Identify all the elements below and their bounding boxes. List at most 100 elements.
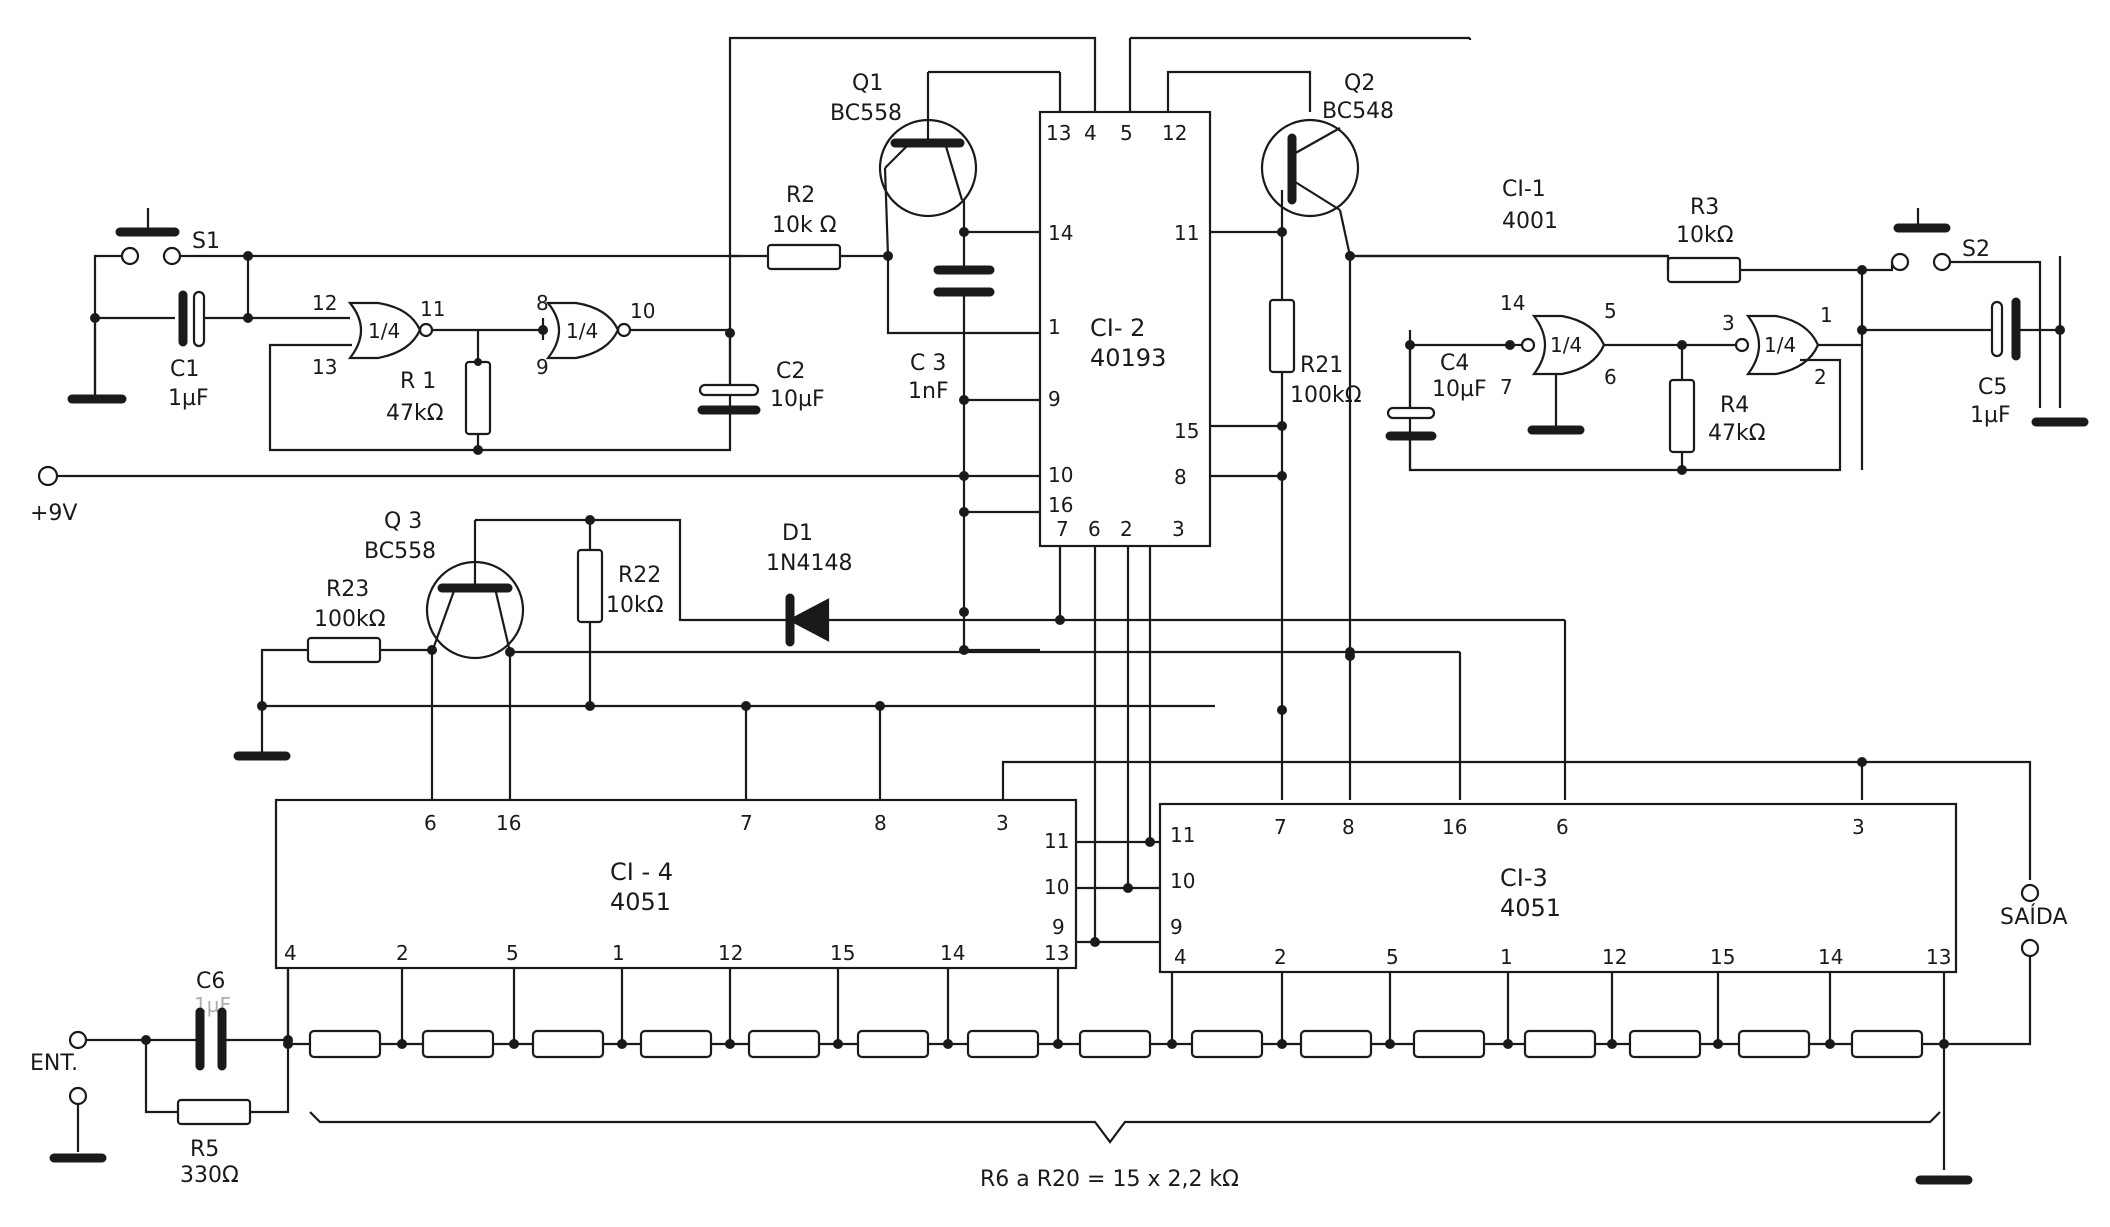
nor-gate-b: 1/4 <box>545 301 632 360</box>
ci4-pin: 12 <box>718 941 743 965</box>
s1-label: S1 <box>192 229 220 254</box>
r1-resistor <box>464 360 492 436</box>
gate-c-pin: 14 <box>1500 291 1525 315</box>
chain-resistor <box>1628 1029 1702 1059</box>
c2-ref: C2 <box>776 359 805 384</box>
r23-resistor <box>306 636 382 664</box>
q2-value: BC548 <box>1322 99 1394 124</box>
ci4-pin: 10 <box>1044 875 1069 899</box>
chain-resistor <box>1190 1029 1264 1059</box>
ci4-pin: 15 <box>830 941 855 965</box>
chain-resistor <box>966 1029 1040 1059</box>
ci3-pin: 4 <box>1174 945 1187 969</box>
chain-resistor <box>747 1029 821 1059</box>
ci4-pin: 16 <box>496 811 521 835</box>
chain-resistor <box>639 1029 713 1059</box>
nor-gate-a: 1/4 <box>347 301 434 360</box>
c1-value: 1µF <box>168 386 209 411</box>
ci4-pin: 9 <box>1052 915 1065 939</box>
ci4-pin: 2 <box>396 941 409 965</box>
gate-a-pin: 11 <box>420 297 445 321</box>
ci1-value: 4001 <box>1502 209 1558 234</box>
q3-value: BC558 <box>364 539 436 564</box>
r23-value: 100kΩ <box>314 607 386 632</box>
q2-section: Q2 BC548 R21 100kΩ <box>1166 70 1394 800</box>
c5-capacitor <box>1990 300 2004 358</box>
ci2-pin: 8 <box>1174 465 1187 489</box>
ci4-pin: 7 <box>740 811 753 835</box>
chain-resistor <box>1299 1029 1373 1059</box>
ci2-pin: 14 <box>1048 221 1073 245</box>
ci2-pin: 1 <box>1048 315 1061 339</box>
ci4-pin: 5 <box>506 941 519 965</box>
chain-junction <box>725 1039 735 1049</box>
r5-resistor <box>176 1098 252 1126</box>
ci1-ref: CI-1 <box>1502 177 1546 202</box>
ci2-chip: CI- 2 40193 13 4 5 12 14 1 9 10 16 7 6 2… <box>1038 110 1212 548</box>
ci4-pin: 14 <box>940 941 965 965</box>
q2-transistor <box>1260 118 1360 218</box>
d1-value: 1N4148 <box>766 551 852 576</box>
chain-junction <box>1277 1039 1287 1049</box>
output-label: SAÍDA <box>2000 904 2068 930</box>
chain-junction <box>1167 1039 1177 1049</box>
r2-ref: R2 <box>786 183 815 208</box>
ci3-pin: 10 <box>1170 869 1195 893</box>
r4-ref: R4 <box>1720 393 1749 418</box>
ci3-chip: CI-3 4051 7 8 16 6 3 11 10 9 4 2 5 1 12 … <box>1158 802 1958 974</box>
c1-capacitor <box>178 290 206 348</box>
chain-junction <box>617 1039 627 1049</box>
chain-junction <box>1503 1039 1513 1049</box>
r2-resistor <box>766 243 842 271</box>
r22-value: 10kΩ <box>606 593 664 618</box>
q1-ref: Q1 <box>852 71 883 96</box>
resistor-chain-r6-r20 <box>283 968 1949 1059</box>
ci4-pin: 13 <box>1044 941 1069 965</box>
ci3-pin: 12 <box>1602 945 1627 969</box>
resistor-chain-brace: R6 a R20 = 15 x 2,2 kΩ <box>309 1111 1941 1192</box>
gate-c-pin: 6 <box>1604 365 1617 389</box>
r3-value: 10kΩ <box>1676 223 1734 248</box>
d1-diode <box>785 593 830 647</box>
chain-resistor <box>1737 1029 1811 1059</box>
ci3-pin: 8 <box>1342 815 1355 839</box>
c5-value: 1µF <box>1970 403 2011 428</box>
ci4-ref: CI - 4 <box>610 858 673 886</box>
resistor-chain-label: R6 a R20 = 15 x 2,2 kΩ <box>980 1167 1239 1192</box>
gate-d-fraction: 1/4 <box>1764 333 1796 357</box>
ci4-pin: 4 <box>284 941 297 965</box>
s2-switch <box>1890 208 1952 272</box>
chain-junction <box>1607 1039 1617 1049</box>
nor-gate-d: 1/4 <box>1734 314 1820 376</box>
gate-d-pin: 3 <box>1722 311 1735 335</box>
input-section: ENT. R5 330Ω C6 1µF <box>30 968 293 1188</box>
c1-ref: C1 <box>170 357 199 382</box>
r1-ref: R 1 <box>400 369 436 394</box>
output-terminal: SAÍDA <box>1944 883 2068 1046</box>
r4-resistor <box>1668 378 1696 454</box>
c3-ref: C 3 <box>910 351 946 376</box>
r22-ref: R22 <box>618 563 661 588</box>
nor-gate-c: 1/4 <box>1520 314 1606 376</box>
ci2-pin: 12 <box>1162 121 1187 145</box>
gate-c-fraction: 1/4 <box>1550 333 1582 357</box>
chain-junction <box>833 1039 843 1049</box>
chain-junction <box>1713 1039 1723 1049</box>
d1-ref: D1 <box>782 521 813 546</box>
ci2-pin: 16 <box>1048 493 1073 517</box>
r22-resistor <box>576 548 604 624</box>
ci2-ref: CI- 2 <box>1090 314 1145 342</box>
r1-value: 47kΩ <box>386 401 444 426</box>
gate-c-pin: 5 <box>1604 299 1617 323</box>
gate-b-pin: 10 <box>630 299 655 323</box>
chain-resistor <box>531 1029 605 1059</box>
ci2-value: 40193 <box>1090 344 1166 372</box>
input-label: ENT. <box>30 1051 78 1076</box>
chain-resistor <box>1078 1029 1152 1059</box>
r21-resistor <box>1268 298 1296 374</box>
ci2-pin: 13 <box>1046 121 1071 145</box>
ci3-pin: 11 <box>1170 823 1195 847</box>
c4-capacitor <box>1386 406 1436 420</box>
r4-value: 47kΩ <box>1708 421 1766 446</box>
